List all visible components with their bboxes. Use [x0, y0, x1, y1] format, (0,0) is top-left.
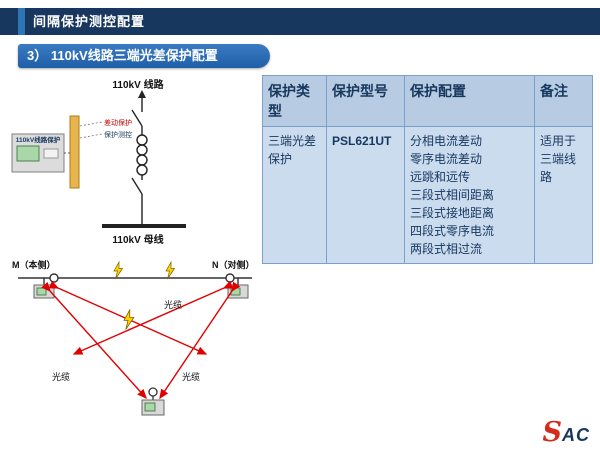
device-keypad — [43, 148, 59, 159]
sac-logo: SAC — [543, 419, 591, 446]
disconnector-icon — [131, 177, 143, 195]
terminal-m-label: M（本侧） — [12, 259, 56, 270]
three-terminal-diagram: M（本侧） N（对侧） 光缆 光缆 光缆 — [12, 259, 255, 416]
annotation-dark: 保护测控 — [104, 130, 132, 139]
header-note: 备注 — [534, 75, 593, 127]
panel-column — [69, 115, 80, 189]
cable-label-left: 光缆 — [52, 371, 70, 382]
config-line: 分相电流差动 — [410, 134, 483, 148]
terminal-device-t — [141, 387, 165, 416]
header-protection-type: 保护类型 — [262, 75, 327, 127]
table-row: 三端光差保护 PSL621UT 分相电流差动零序电流差动远跳和远传三段式相间距离… — [262, 126, 593, 264]
page-title: 间隔保护测控配置 — [33, 14, 146, 29]
protection-device: 110kV线路保护 — [11, 133, 70, 173]
section-banner: 3） 110kV线路三端光差保护配置 — [18, 44, 270, 68]
optical-channels — [41, 280, 241, 400]
header-protection-config: 保护配置 — [404, 75, 535, 127]
protection-table: 保护类型 保护型号 保护配置 备注 三端光差保护 PSL621UT 分相电流差动… — [262, 75, 593, 264]
header-protection-model: 保护型号 — [326, 75, 405, 127]
device-label: 110kV线路保护 — [16, 135, 61, 144]
terminal-n-label: N（对侧） — [212, 259, 255, 270]
transmission-line — [18, 273, 252, 285]
config-line: 三段式接地距离 — [410, 206, 495, 220]
config-cell: 分相电流差动零序电流差动远跳和远传三段式相间距离三段式接地距离四段式零序电流两段… — [404, 126, 535, 264]
config-line: 远跳和远传 — [410, 170, 471, 184]
disconnector-icon — [131, 109, 143, 127]
config-line: 零序电流差动 — [410, 152, 483, 166]
config-line: 三段式相间距离 — [410, 188, 495, 202]
cable-label-right: 光缆 — [182, 371, 200, 382]
table-header-row: 保护类型 保护型号 保护配置 备注 — [262, 75, 593, 127]
device-annotations: 差动保护 保护测控 — [79, 118, 132, 139]
note-cell: 适用于三端线路 — [534, 126, 593, 264]
single-line-diagram: 110kV 线路 110kV 母线 110kV线路保护 差动保护 保护测控 — [11, 78, 186, 246]
title-bar-accent — [18, 8, 25, 35]
protection-model-cell: PSL621UT — [326, 126, 405, 264]
config-line: 两段式相过流 — [410, 242, 483, 256]
device-screen — [16, 145, 40, 162]
config-line: 四段式零序电流 — [410, 224, 495, 238]
slide-title-bar: 间隔保护测控配置 — [0, 8, 600, 35]
bus-label: 110kV 母线 — [112, 233, 163, 246]
protection-type-cell: 三端光差保护 — [262, 126, 327, 264]
cable-label-top: 光缆 — [164, 299, 182, 310]
line-label: 110kV 线路 — [112, 78, 164, 91]
logo-s: S — [542, 417, 563, 448]
feeder-line — [102, 90, 186, 228]
arrow-up-icon — [138, 90, 146, 98]
annotation-red: 差动保护 — [104, 118, 132, 127]
logo-ac: AC — [562, 425, 590, 445]
fault-bolt-icons — [113, 261, 175, 331]
